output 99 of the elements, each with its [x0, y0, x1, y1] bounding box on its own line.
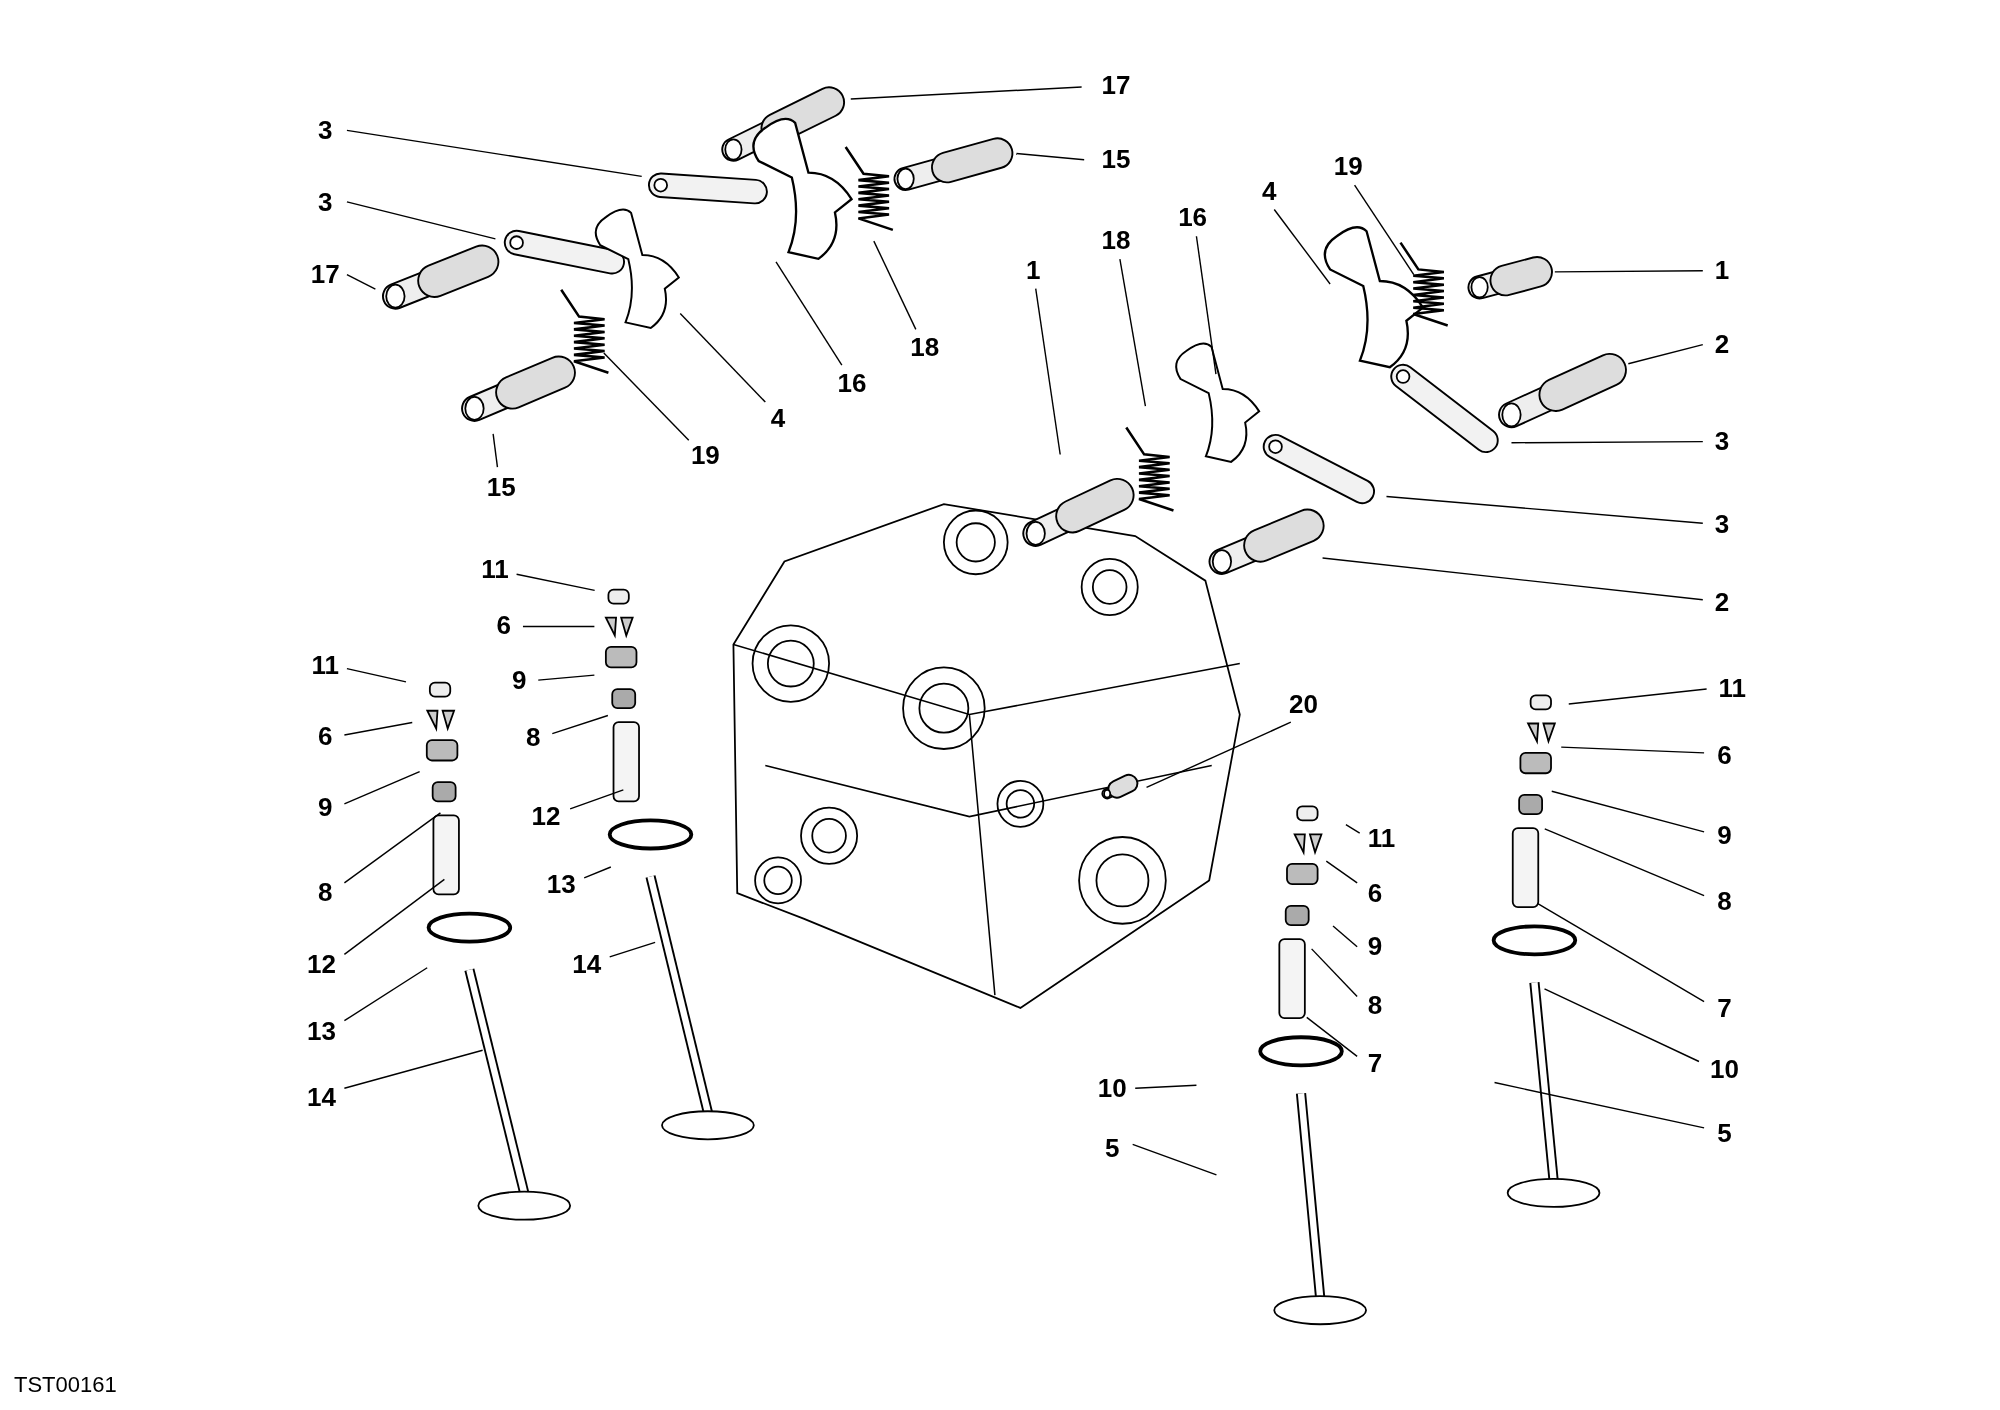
callout-number: 2 [1714, 589, 1730, 616]
leader-line [679, 312, 766, 403]
drawing-code: TST00161 [14, 1372, 117, 1398]
leader-line [850, 86, 1083, 100]
leader-line [1134, 1084, 1198, 1089]
callout-number: 11 [481, 555, 509, 582]
callout-number: 18 [910, 333, 940, 360]
leader-line [1273, 208, 1331, 285]
callout-number: 16 [1178, 203, 1208, 230]
leader-line [343, 812, 442, 884]
callout-number: 3 [318, 188, 333, 215]
callout-number: 13 [306, 1017, 336, 1044]
leader-line [346, 667, 407, 683]
callout-number: 7 [1367, 1049, 1383, 1076]
leader-line [1015, 152, 1085, 161]
leader-line [1306, 1016, 1358, 1058]
leader-line [775, 261, 843, 366]
callout-number: 14 [572, 951, 602, 978]
callout-number: 15 [486, 474, 516, 501]
callout-number: 14 [306, 1083, 336, 1110]
leader-line [1536, 902, 1705, 1003]
callout-number: 19 [690, 442, 720, 469]
callout-number: 15 [1101, 146, 1131, 173]
leader-line [1627, 343, 1704, 365]
leader-line [1310, 948, 1358, 998]
callout-number: 18 [1101, 226, 1131, 253]
leader-line [569, 789, 625, 810]
leader-line [1119, 258, 1147, 407]
callout-number: 9 [1367, 933, 1383, 960]
callout-number: 20 [1289, 691, 1318, 718]
leader-line [1551, 790, 1705, 833]
callout-number: 9 [1717, 822, 1732, 849]
callout-number: 1 [1025, 257, 1041, 284]
leader-line [873, 240, 917, 331]
leader-line [346, 201, 497, 240]
leader-line [1493, 1081, 1705, 1129]
callout-number: 2 [1714, 331, 1730, 358]
callout-number: 4 [770, 405, 786, 432]
callout-number: 11 [311, 651, 339, 678]
callout-number: 6 [496, 612, 512, 638]
callout-number: 9 [511, 666, 527, 693]
callout-number: 12 [306, 951, 336, 978]
leader-line [346, 129, 643, 178]
leader-line [551, 714, 609, 735]
callout-number: 4 [1261, 178, 1277, 205]
leader-line [1385, 495, 1704, 524]
leader-line [1560, 746, 1705, 754]
callout-number: 6 [1367, 879, 1383, 906]
callout-number: 8 [525, 724, 541, 751]
leader-line [343, 770, 421, 805]
callout-number: 6 [318, 722, 333, 749]
callout-number: 8 [1717, 887, 1732, 914]
leader-line [492, 433, 499, 468]
callout-number: 5 [1105, 1134, 1120, 1161]
callout-number: 16 [837, 369, 867, 396]
callout-number: 11 [1718, 674, 1746, 701]
callout-number: 1 [1714, 257, 1730, 284]
leader-line [522, 625, 596, 628]
leader-line [343, 967, 428, 1022]
callout-number: 12 [531, 803, 561, 830]
leader-line [609, 941, 656, 958]
leader-line [1145, 721, 1292, 789]
leader-line [343, 721, 413, 736]
callout-number: 19 [1333, 152, 1363, 179]
leader-line [1332, 925, 1358, 948]
leader-line [1510, 440, 1704, 444]
leader-line [346, 273, 377, 290]
callout-number: 10 [1097, 1075, 1127, 1101]
callout-number: 6 [1717, 742, 1732, 769]
callout-number: 9 [318, 794, 333, 821]
leader-line [1543, 988, 1700, 1063]
leader-line [1554, 270, 1704, 273]
callout-number: 8 [1367, 992, 1383, 1019]
leader-line [1131, 1143, 1218, 1176]
callout-number: 5 [1717, 1119, 1732, 1146]
callout-number: 3 [318, 117, 333, 144]
callout-number: 13 [546, 870, 576, 897]
callout-number: 10 [1710, 1055, 1739, 1082]
callout-number: 17 [310, 261, 340, 288]
callout-number: 11 [1367, 825, 1396, 851]
leader-line [1345, 823, 1361, 834]
callout-number: 3 [1714, 428, 1730, 455]
leader-line [515, 573, 596, 592]
callout-number: 17 [1101, 72, 1131, 99]
leader-line [1325, 860, 1358, 884]
leader-line [537, 674, 596, 681]
callout-number: 7 [1717, 994, 1732, 1021]
leader-line [343, 1049, 484, 1089]
leader-line [1035, 287, 1061, 456]
leader-line [603, 352, 690, 442]
callout-number: 8 [318, 878, 333, 905]
leader-line [343, 878, 446, 956]
leader-line [1195, 235, 1217, 375]
callout-number: 3 [1714, 511, 1730, 538]
leader-line [583, 866, 612, 879]
leader-line [1544, 828, 1705, 897]
leader-line [1568, 688, 1708, 705]
leader-line [1353, 184, 1415, 276]
leader-line [1321, 557, 1704, 601]
